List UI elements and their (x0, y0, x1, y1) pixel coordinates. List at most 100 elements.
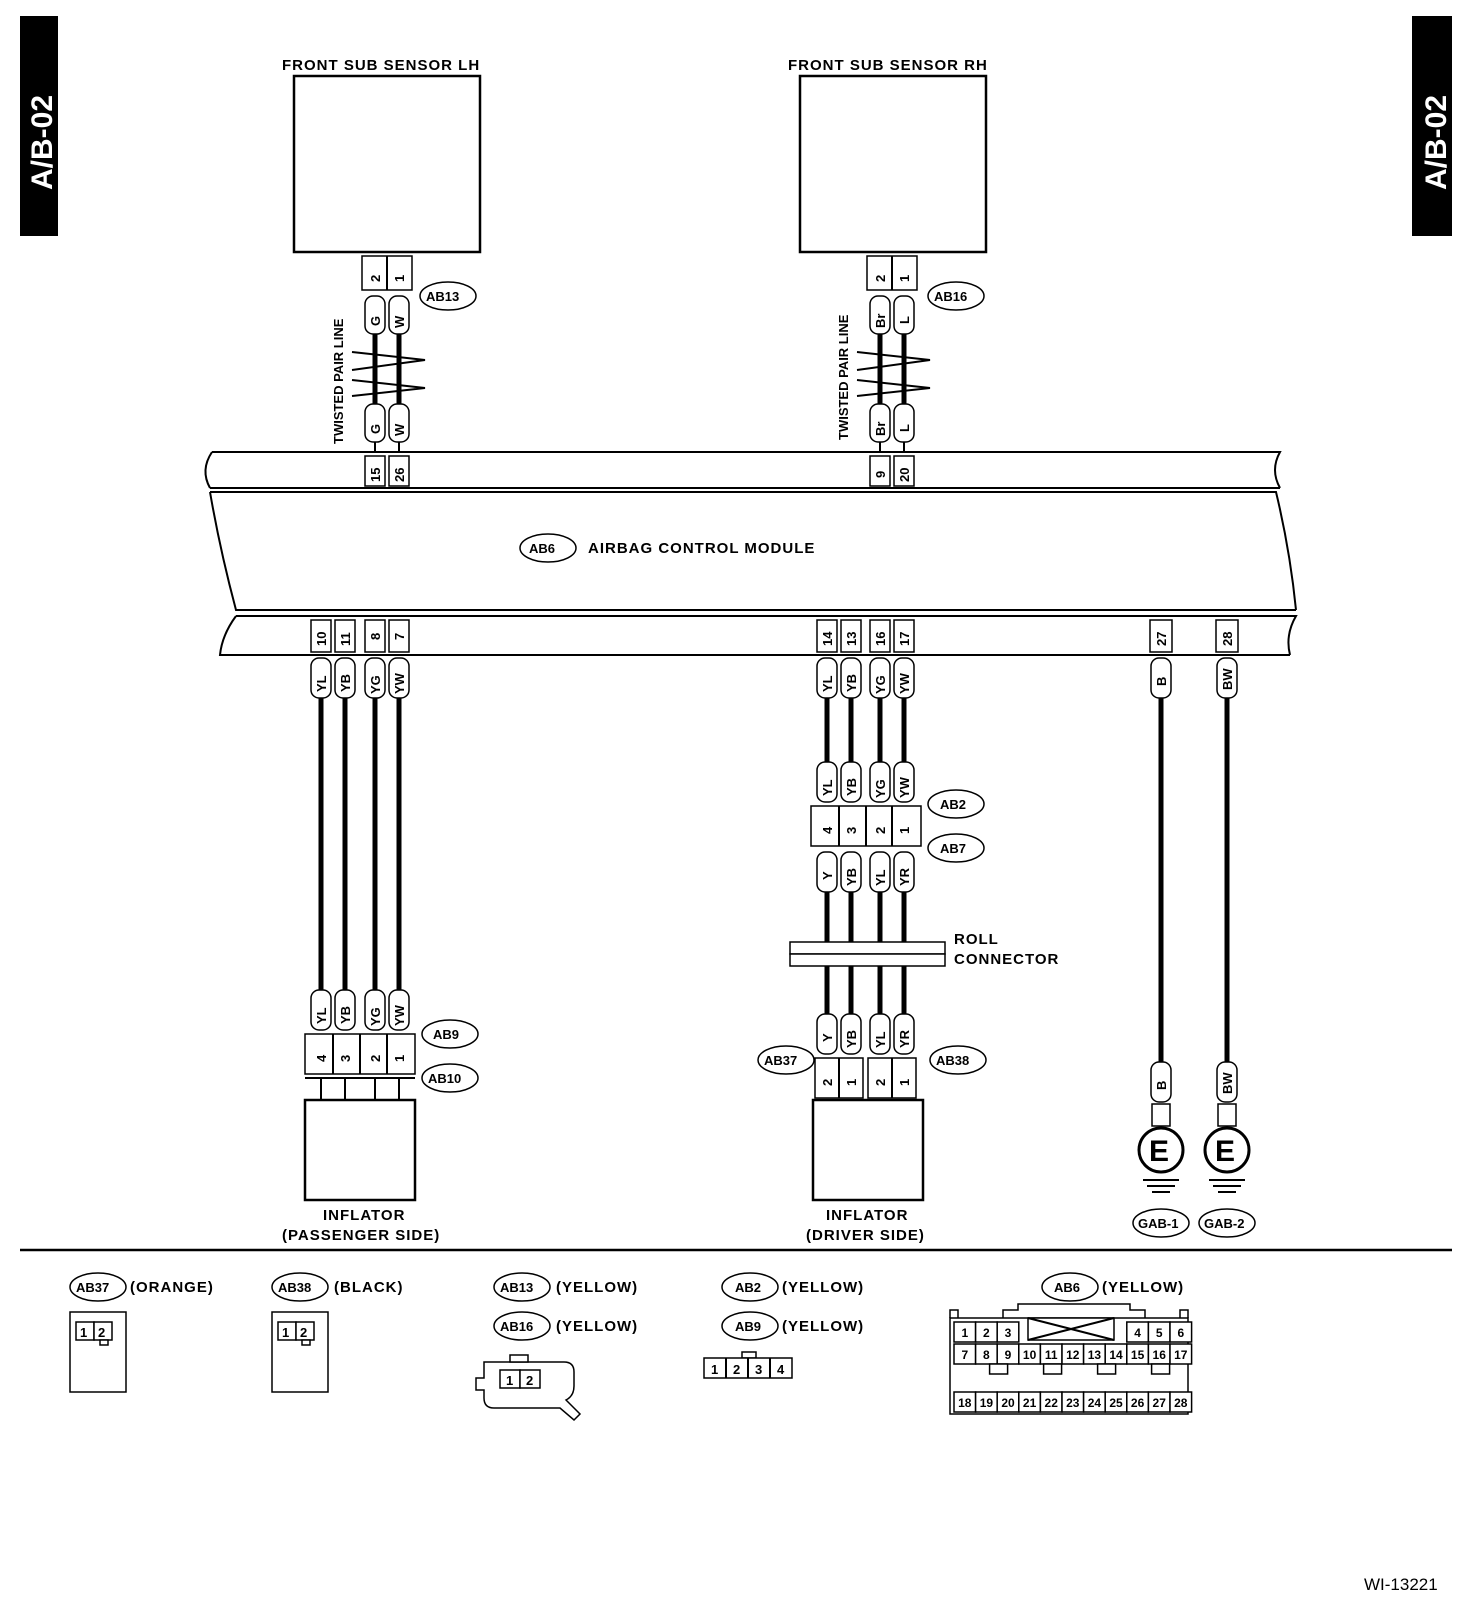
ab6-pin-23: 23 (1066, 1396, 1080, 1410)
legend-ab9-pin-1: 1 (711, 1362, 718, 1377)
legend-ab9-code: AB9 (735, 1319, 761, 1334)
ab6-pin-20: 20 (1001, 1396, 1015, 1410)
drv-color-yb-top: YB (844, 674, 859, 692)
sensor-rh-pin-b: 1 (897, 275, 912, 282)
ground2-symbol: E (1215, 1135, 1235, 1168)
pass-color-yb-top: YB (338, 674, 353, 692)
pass-conn-pin-2: 2 (368, 1055, 383, 1062)
legend-ab16-color: (YELLOW) (556, 1318, 638, 1335)
roll-connector-label2: CONNECTOR (954, 951, 1059, 968)
twisted-pair-label-rh: TWISTED PAIR LINE (836, 314, 851, 440)
wire-color-l-bottom: L (897, 424, 912, 432)
drv-color-y-upper: Y (820, 871, 835, 880)
pass-inflator-label1: INFLATOR (323, 1207, 405, 1224)
ab6-pin-9: 9 (1005, 1348, 1012, 1362)
wire-color-w-bottom: W (392, 423, 407, 436)
ground-gab-2: 28 BW BW E GAB-2 (1198, 619, 1256, 1238)
pass-color-yl-top: YL (314, 675, 329, 692)
ab6-pin-3: 3 (1005, 1326, 1012, 1340)
ab6-pin-10: 10 (1023, 1348, 1037, 1362)
ab6-pin-cell (1169, 1343, 1193, 1365)
ab6-pin-11: 11 (1045, 1348, 1058, 1362)
ab6-pin-6: 6 (1177, 1326, 1184, 1340)
ab6-pin-19: 19 (980, 1396, 994, 1410)
drv-connector-b: AB7 (940, 841, 966, 856)
drv-connector-left: AB37 (764, 1053, 797, 1068)
drv-color-yl-mid: YL (820, 779, 835, 796)
legend-ab9-pin-2: 2 (733, 1362, 740, 1377)
legend-ab13-code: AB13 (500, 1280, 533, 1295)
ab6-pin-7: 7 (961, 1348, 968, 1362)
legend-ab37-pin-2: 2 (98, 1325, 105, 1340)
ab6-pin-8: 8 (983, 1348, 990, 1362)
drv-color-yw-mid: YW (897, 776, 912, 798)
pass-conn-pin-3: 3 (338, 1055, 353, 1062)
wire-color-g-bottom: G (368, 424, 383, 434)
passenger-inflator-circuit: 10 11 8 7 YL YB YG YW YL YB YG YW 4 3 2 (282, 619, 479, 1244)
wire-color-w-top: W (392, 315, 407, 328)
drv-mid-pin-4: 4 (820, 826, 835, 834)
wire-color-br-top: Br (873, 314, 888, 328)
ab6-pin-18: 18 (958, 1396, 972, 1410)
ground-gab-1: 27 B B E GAB-1 (1132, 619, 1190, 1238)
sensor-lh-pin-b: 1 (392, 275, 407, 282)
ground1-symbol: E (1149, 1135, 1169, 1168)
footer-code: WI-13221 (1364, 1575, 1438, 1594)
ab6-pin-15: 15 (1131, 1348, 1145, 1362)
drv-color-yb-lower: YB (844, 1030, 859, 1048)
ab6-pin-25: 25 (1109, 1396, 1123, 1410)
ab6-pin-17: 17 (1174, 1348, 1188, 1362)
drv-mid-pin-1: 1 (897, 827, 912, 834)
ab6-pin-24: 24 (1088, 1396, 1102, 1410)
sensor-lh-pin-a: 2 (368, 275, 383, 282)
legend-ab6-color: (YELLOW) (1102, 1279, 1184, 1296)
drv-color-yg-mid: YG (873, 779, 888, 798)
legend-ab37-pin-1: 1 (80, 1325, 87, 1340)
driver-inflator-circuit: 14 13 16 17 YL YB YG YW YL YB YG YW 4 3 … (757, 619, 1059, 1244)
drv-inf-pin-2b: 2 (873, 1079, 888, 1086)
drv-color-yb-upper: YB (844, 868, 859, 886)
drv-inf-pin-2a: 2 (820, 1079, 835, 1086)
drv-color-yr-upper: YR (897, 867, 912, 886)
module-title: AIRBAG CONTROL MODULE (588, 540, 815, 557)
drv-color-yg-top: YG (873, 675, 888, 694)
legend-ab16-code: AB16 (500, 1319, 533, 1334)
legend-ab9-pin-4: 4 (777, 1362, 785, 1377)
ab6-pin-21: 21 (1023, 1396, 1037, 1410)
sensor-lh-title: FRONT SUB SENSOR LH (282, 57, 480, 74)
legend-ab2-color: (YELLOW) (782, 1279, 864, 1296)
ab6-pin-cell (996, 1321, 1020, 1343)
ab6-pin-14: 14 (1109, 1348, 1123, 1362)
module-pin-20: 20 (897, 468, 912, 482)
legend-ab16-pin-1: 1 (506, 1373, 513, 1388)
ab6-latch-key (1150, 1363, 1171, 1375)
legend-ab38-color: (BLACK) (334, 1279, 403, 1296)
side-tab-right: A/B-02 (1412, 16, 1453, 236)
ab6-pin-22: 22 (1045, 1396, 1059, 1410)
legend-ab16-pin-2: 2 (526, 1373, 533, 1388)
drv-color-yl-lower: YL (873, 1031, 888, 1048)
legend-ab38-pin-2: 2 (300, 1325, 307, 1340)
drv-color-yw-top: YW (897, 672, 912, 694)
ab6-pin-5: 5 (1156, 1326, 1163, 1340)
drv-inf-pin-1a: 1 (844, 1079, 859, 1086)
module-pin-17: 17 (897, 632, 912, 646)
ab6-pin-1: 1 (961, 1326, 968, 1340)
pass-color-yw-bottom: YW (392, 1004, 407, 1026)
module-pin-8: 8 (368, 633, 383, 640)
legend-ab9-pin-3: 3 (755, 1362, 762, 1377)
drv-connector-right: AB38 (936, 1053, 969, 1068)
drv-color-yr-lower: YR (897, 1029, 912, 1048)
drv-connector-a: AB2 (940, 797, 966, 812)
legend-ab37-code: AB37 (76, 1280, 109, 1295)
wire-color-g-top: G (368, 316, 383, 326)
drv-mid-pin-3: 3 (844, 827, 859, 834)
roll-connector-label1: ROLL (954, 931, 999, 948)
twisted-pair-label-lh: TWISTED PAIR LINE (331, 318, 346, 444)
ab6-pin-16: 16 (1153, 1348, 1167, 1362)
ground2-color-bottom: BW (1220, 1072, 1235, 1094)
module-pin-14: 14 (820, 631, 835, 646)
wire-color-br-bottom: Br (873, 422, 888, 436)
airbag-control-module: 15 26 9 20 AB6 AIRBAG CONTROL MODULE (204, 451, 1298, 656)
side-tab-left: A/B-02 (20, 16, 59, 236)
